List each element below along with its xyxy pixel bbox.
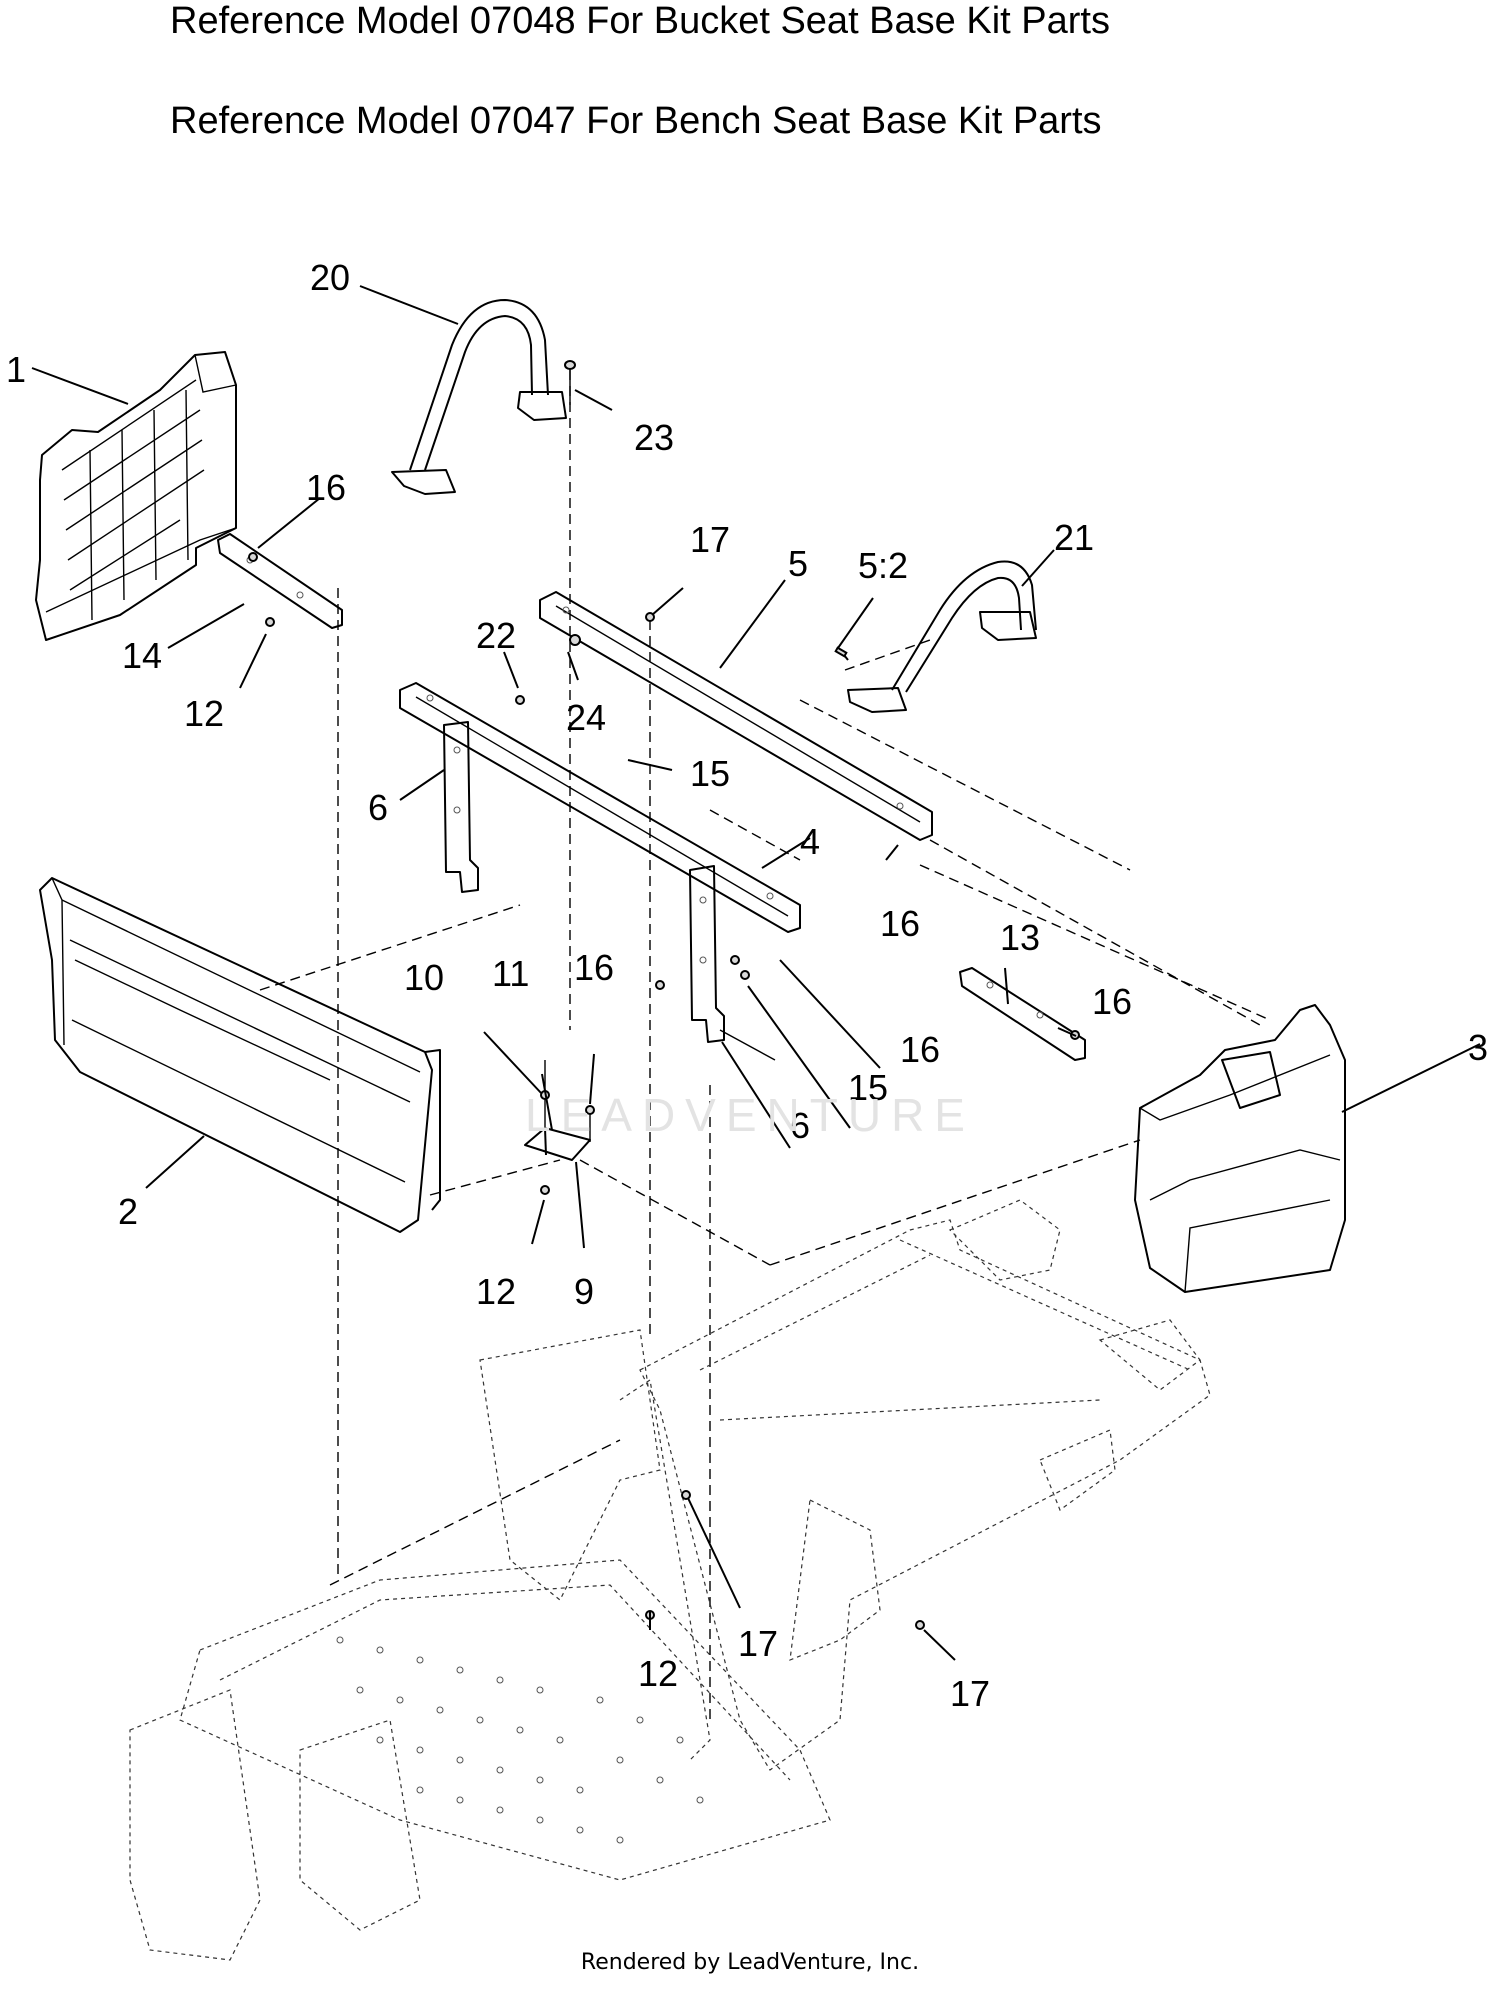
frame-chassis bbox=[129, 1199, 1211, 1961]
callout-15-upper: 15 bbox=[690, 753, 730, 794]
leader-lines bbox=[31, 285, 1481, 1661]
heading-bucket-seat: Reference Model 07048 For Bucket Seat Ba… bbox=[170, 0, 1110, 42]
callout-5: 5 bbox=[788, 543, 808, 584]
callout-24: 24 bbox=[566, 697, 606, 738]
part-23-bolt bbox=[564, 360, 576, 405]
phantom-lines bbox=[259, 370, 1271, 1720]
callout-15-lower: 15 bbox=[848, 1067, 888, 1108]
footer-credit: Rendered by LeadVenture, Inc. bbox=[580, 1950, 920, 1975]
callout-5-2: 5:2 bbox=[858, 545, 908, 586]
callout-17-lower: 17 bbox=[738, 1623, 778, 1664]
callout-16-left: 16 bbox=[306, 467, 346, 508]
part-13-bracket bbox=[959, 967, 1086, 1061]
part-1-left-side-cover bbox=[35, 351, 237, 641]
callout-12-left: 12 bbox=[184, 693, 224, 734]
callout-2: 2 bbox=[118, 1191, 138, 1232]
callout-11: 11 bbox=[492, 953, 529, 994]
heading-bench-seat: Reference Model 07047 For Bench Seat Bas… bbox=[170, 100, 1102, 142]
callout-1: 1 bbox=[6, 349, 26, 390]
callout-14: 14 bbox=[122, 635, 162, 676]
callout-17-upper: 17 bbox=[690, 519, 730, 560]
callout-6-left: 6 bbox=[368, 787, 388, 828]
callout-9: 9 bbox=[574, 1271, 594, 1312]
part-2-front-panel bbox=[39, 877, 441, 1233]
callout-16-right-upper: 16 bbox=[1092, 981, 1132, 1022]
part-5-rear-rail bbox=[539, 591, 933, 841]
part-14-bracket bbox=[217, 533, 343, 629]
part-6-vertical-bracket-left bbox=[443, 721, 479, 893]
part-4-front-rail bbox=[399, 682, 801, 933]
callout-13: 13 bbox=[1000, 917, 1040, 958]
callout-3: 3 bbox=[1468, 1027, 1488, 1068]
part-21-grab-handle bbox=[834, 560, 1037, 713]
part-3-right-side-cover bbox=[1134, 1004, 1346, 1293]
callout-6-right: 6 bbox=[790, 1105, 810, 1146]
part-20-grab-handle bbox=[391, 299, 567, 495]
watermark: LEADVENTURE bbox=[525, 1089, 975, 1141]
callout-4: 4 bbox=[800, 821, 820, 862]
callout-12-center: 12 bbox=[476, 1271, 516, 1312]
callout-20: 20 bbox=[310, 257, 350, 298]
part-6-vertical-bracket-right bbox=[655, 865, 776, 1061]
callout-16-mid: 16 bbox=[880, 903, 920, 944]
callout-23: 23 bbox=[634, 417, 674, 458]
callout-16-right-lower: 16 bbox=[900, 1029, 940, 1070]
callout-21: 21 bbox=[1054, 517, 1094, 558]
callout-10: 10 bbox=[404, 957, 444, 998]
callout-labels: 1 2 3 4 5 5:2 6 6 9 10 11 12 12 12 13 14… bbox=[6, 257, 1488, 1714]
callout-22: 22 bbox=[476, 615, 516, 656]
callout-16-center: 16 bbox=[574, 947, 614, 988]
callout-12-lower: 12 bbox=[638, 1653, 678, 1694]
callout-17-right: 17 bbox=[950, 1673, 990, 1714]
